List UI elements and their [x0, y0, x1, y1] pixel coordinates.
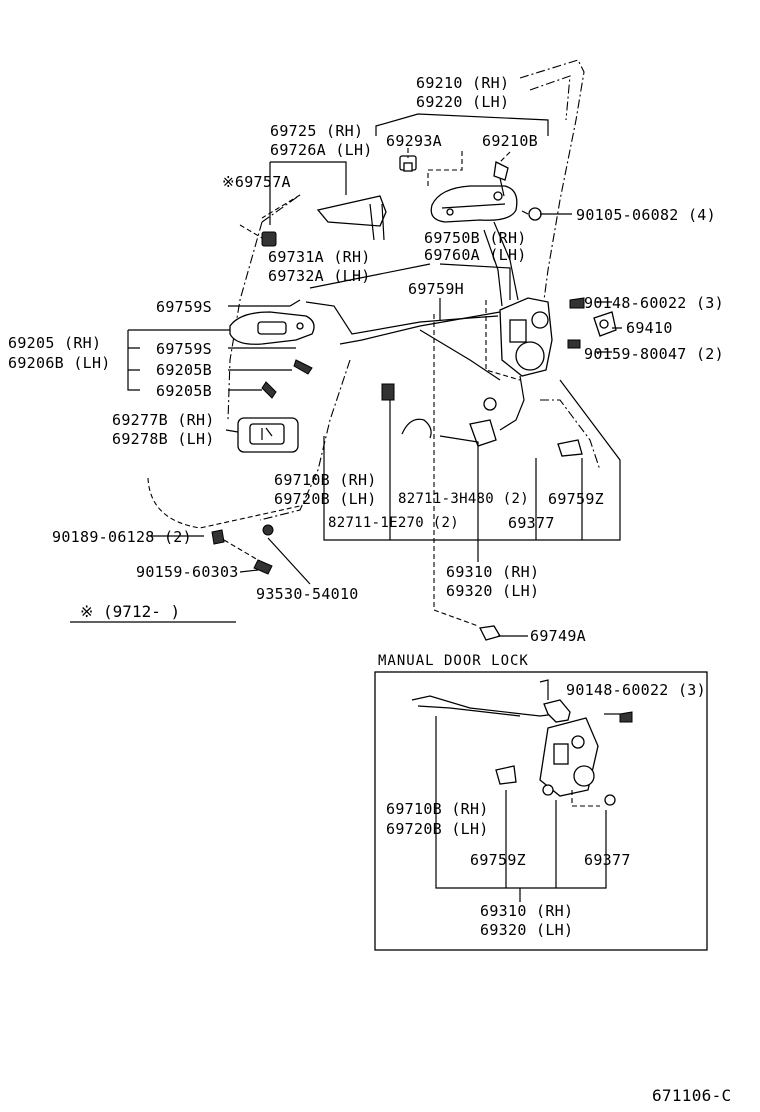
label-90189: 90189-06128 (2) — [52, 528, 192, 546]
handle-bezel — [237, 417, 299, 453]
label-69759s-2: 69759S — [156, 340, 212, 358]
label-69277b: 69277B (RH) — [112, 411, 215, 429]
label-69320-inset: 69320 (LH) — [480, 921, 574, 939]
label-69206b: 69206B (LH) — [8, 354, 111, 372]
label-69293a: 69293A — [386, 132, 442, 150]
label-90148-top: 90148-60022 (3) — [584, 294, 724, 312]
label-69377-top: 69377 — [508, 514, 555, 532]
rod-bracket — [316, 195, 387, 241]
label-69710b-top: 69710B (RH) — [274, 471, 377, 489]
label-69205: 69205 (RH) — [8, 334, 102, 352]
screws-right — [567, 297, 585, 349]
label-69731a: 69731A (RH) — [268, 248, 371, 266]
label-90159-60303: 90159-60303 — [136, 563, 239, 581]
label-82711-1e270: 82711-1E270 (2) — [328, 515, 459, 531]
drawing-code: 671106-C — [652, 1086, 732, 1105]
leader-lines — [70, 113, 622, 637]
label-82711-3h480: 82711-3H480 (2) — [398, 491, 529, 507]
bolt-90105 — [521, 207, 542, 221]
label-69750b: 69750B (RH) — [424, 229, 527, 247]
label-69210b: 69210B — [482, 132, 538, 150]
striker-69410 — [593, 311, 617, 337]
label-69759h: 69759H — [408, 280, 464, 298]
label-69720b-inset: 69720B (LH) — [386, 820, 489, 838]
label-90105: 90105-06082 (4) — [576, 206, 716, 224]
inset-box — [374, 671, 708, 951]
label-69205b-1: 69205B — [156, 361, 212, 379]
label-69310-inset: 69310 (RH) — [480, 902, 574, 920]
label-69710b-inset: 69710B (RH) — [386, 800, 489, 818]
label-69377-inset: 69377 — [584, 851, 631, 869]
label-69220: 69220 (LH) — [416, 93, 510, 111]
inside-handle — [229, 311, 315, 345]
screw-69205b — [261, 359, 313, 399]
label-90148-inset: 90148-60022 (3) — [566, 681, 706, 699]
label-69759z-inset: 69759Z — [470, 851, 526, 869]
label-69732a: 69732A (LH) — [268, 267, 371, 285]
label-90159-80047: 90159-80047 (2) — [584, 345, 724, 363]
door-outline — [147, 59, 601, 529]
label-69725: 69725 (RH) — [270, 122, 364, 140]
label-69760a: 69760A (LH) — [424, 246, 527, 264]
rods-cables — [305, 221, 519, 381]
label-69726a: 69726A (LH) — [270, 141, 373, 159]
inset-title: MANUAL DOOR LOCK — [378, 653, 529, 669]
outside-handle — [430, 185, 518, 223]
serial-note: ※ (9712- ) — [80, 602, 181, 621]
label-69278b: 69278B (LH) — [112, 430, 215, 448]
label-69410: 69410 — [626, 319, 673, 337]
door-lock — [499, 297, 553, 431]
label-69759z-top: 69759Z — [548, 490, 604, 508]
label-69210: 69210 (RH) — [416, 74, 510, 92]
clip-69757a — [261, 231, 277, 247]
label-69720b-top: 69720B (LH) — [274, 490, 377, 508]
label-69757a: ※69757A — [222, 173, 291, 191]
label-69205b-2: 69205B — [156, 382, 212, 400]
label-69320-top: 69320 (LH) — [446, 582, 540, 600]
label-69749a: 69749A — [530, 627, 586, 645]
label-69759s-1: 69759S — [156, 298, 212, 316]
label-93530: 93530-54010 — [256, 585, 359, 603]
label-69310-top: 69310 (RH) — [446, 563, 540, 581]
small-parts — [211, 383, 583, 641]
clip-69293a — [399, 155, 417, 172]
handle-screw — [493, 161, 509, 197]
